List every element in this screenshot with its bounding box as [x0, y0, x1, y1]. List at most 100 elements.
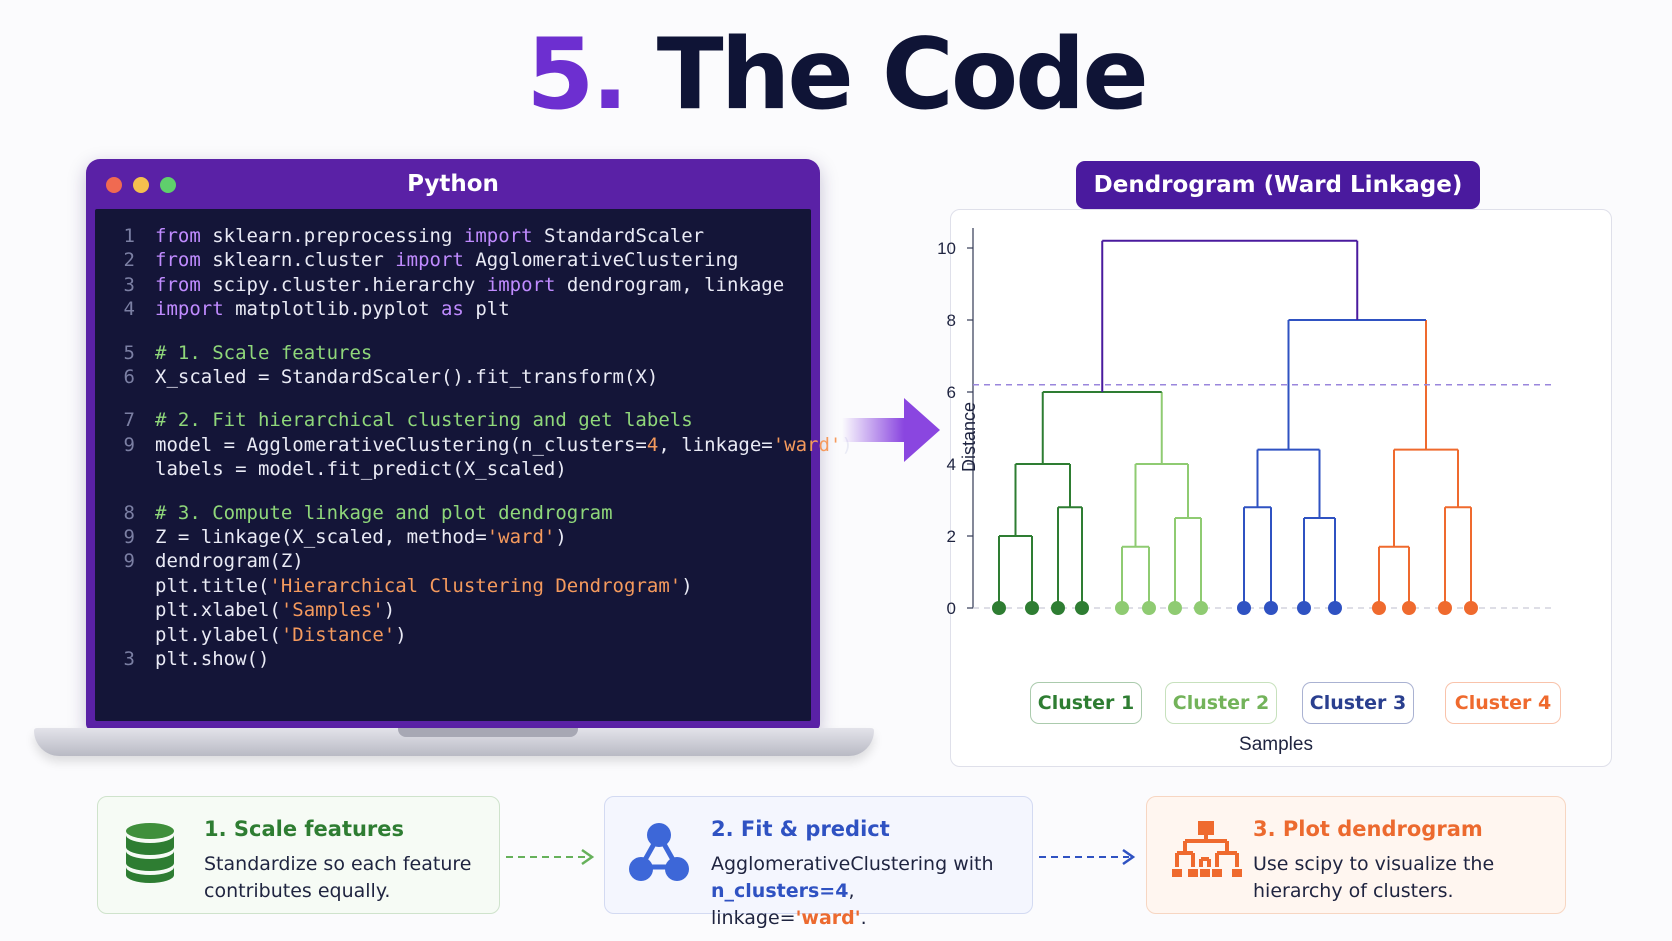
- code-token: 'ward': [772, 433, 842, 456]
- step-1-desc: Standardize so each feature contributes …: [204, 853, 472, 902]
- y-axis-label: Distance: [959, 402, 979, 472]
- code-token: StandardScaler: [532, 225, 705, 247]
- cluster-badge-4: Cluster 4: [1445, 682, 1561, 724]
- step-1-title: 1. Scale features: [204, 817, 405, 841]
- dashed-arrow-icon: [506, 848, 595, 866]
- code-token: , linkage=: [658, 433, 773, 456]
- leaf-point: [1194, 601, 1208, 615]
- code-token: sklearn.cluster: [200, 249, 396, 272]
- line-number: 7: [123, 409, 135, 432]
- line-number: 3: [123, 648, 135, 670]
- line-number: 1: [123, 225, 135, 247]
- leaf-point: [1328, 601, 1342, 615]
- maximize-window-dot[interactable]: [160, 177, 176, 193]
- step-3-desc: Use scipy to visualize the hierarchy of …: [1253, 853, 1495, 902]
- code-line: 9 model = AgglomerativeClustering(n_clust…: [95, 432, 853, 458]
- laptop-base: [34, 728, 874, 756]
- code-line: 9 Z = linkage(X_scaled, method='ward'): [95, 524, 567, 550]
- code-line: plt.xlabel('Samples'): [95, 597, 395, 623]
- line-number: 9: [123, 433, 135, 456]
- code-token: 'Samples': [280, 599, 384, 622]
- window-title-bar: Python: [86, 159, 820, 209]
- leaf-point: [1464, 601, 1478, 615]
- leaf-point: [1168, 601, 1182, 615]
- leaf-point: [1438, 601, 1452, 615]
- code-token: ): [681, 574, 693, 597]
- step-3-title: 3. Plot dendrogram: [1253, 817, 1483, 841]
- code-line: 1 from sklearn.preprocessing import Stand…: [95, 223, 705, 249]
- window-title: Python: [407, 171, 499, 197]
- code-token: ): [383, 599, 396, 622]
- code-token: plt.xlabel(: [155, 599, 281, 622]
- code-token: 4: [646, 433, 659, 456]
- code-token: dendrogram(Z): [155, 550, 304, 573]
- code-token: 'ward': [486, 526, 556, 548]
- y-tick-label: 10: [937, 239, 956, 258]
- hierarchy-tree-icon: [1172, 821, 1242, 877]
- code-token: ): [555, 526, 567, 548]
- code-line: plt.ylabel('Distance'): [95, 622, 407, 648]
- y-tick-label: 0: [947, 599, 956, 618]
- title-number: 5.: [526, 18, 628, 132]
- code-token: plt: [463, 298, 510, 321]
- leaf-point: [1372, 601, 1386, 615]
- leaf-point: [1075, 601, 1089, 615]
- code-token: scipy.cluster.hierarchy: [200, 273, 487, 296]
- network-nodes-icon: [629, 823, 689, 881]
- code-token: sklearn.preprocessing: [200, 225, 464, 247]
- code-token: from: [155, 273, 201, 296]
- step-plot-dendrogram: 3. Plot dendrogram Use scipy to visualiz…: [1146, 796, 1566, 914]
- close-window-dot[interactable]: [106, 177, 122, 193]
- leaf-point: [1051, 601, 1065, 615]
- leaf-point: [1264, 601, 1278, 615]
- leaf-point: [1115, 601, 1129, 615]
- line-number: 8: [123, 501, 135, 524]
- step-fit-predict: 2. Fit & predict AgglomerativeClustering…: [604, 796, 1033, 929]
- y-tick-label: 4: [947, 455, 956, 474]
- step-2-desc-mid: , linkage=: [711, 880, 855, 929]
- code-token: 'Hierarchical Clustering Dendrogram': [269, 574, 682, 597]
- right-arrow-icon: [842, 398, 940, 462]
- y-tick-label: 8: [947, 311, 956, 330]
- line-number: 9: [123, 526, 135, 548]
- code-area[interactable]: 1 from sklearn.preprocessing import Stand…: [95, 209, 853, 721]
- code-token: model = AgglomerativeClustering(n_cluste…: [155, 433, 647, 456]
- dendrogram-header: Dendrogram (Ward Linkage): [1076, 161, 1480, 209]
- code-token: # 1. Scale features: [155, 341, 373, 364]
- code-token: labels = model.fit_predict(X_scaled): [155, 458, 567, 481]
- code-token: matplotlib.pyplot: [223, 298, 441, 321]
- x-axis-label: Samples: [1239, 734, 1313, 755]
- code-line: 5 # 1. Scale features: [95, 340, 373, 366]
- minimize-window-dot[interactable]: [133, 177, 149, 193]
- page-title: 5. The Code: [0, 21, 1672, 130]
- code-line: 7# 2. Fit hierarchical clustering and ge…: [95, 407, 693, 433]
- code-token: AgglomerativeClustering: [463, 249, 739, 272]
- leaf-point: [1142, 601, 1156, 615]
- step-2-desc-param: n_clusters=4: [711, 880, 849, 902]
- code-token: from: [155, 249, 201, 272]
- code-token: dendrogram, linkage: [555, 273, 785, 296]
- code-token: import: [463, 225, 533, 247]
- step-2-title: 2. Fit & predict: [711, 817, 890, 841]
- code-token: import: [395, 249, 464, 272]
- line-number: 3: [123, 273, 135, 296]
- code-token: 'Distance': [280, 623, 396, 646]
- leaf-point: [1237, 601, 1251, 615]
- code-line: 9 dendrogram(Z): [95, 548, 304, 574]
- code-token: Z = linkage(X_scaled, method=: [155, 526, 487, 548]
- line-number: 4: [123, 298, 135, 321]
- code-token: ): [395, 623, 407, 646]
- dashed-arrow-icon: [1039, 848, 1136, 866]
- code-token: from: [155, 225, 201, 247]
- y-tick-label: 6: [947, 383, 956, 402]
- line-number: 9: [123, 550, 135, 573]
- line-number: 5: [123, 341, 135, 364]
- code-editor-window: Python 1 from sklearn.preprocessing impor…: [86, 159, 853, 730]
- code-token: as: [440, 298, 464, 321]
- line-number: 6: [123, 366, 135, 388]
